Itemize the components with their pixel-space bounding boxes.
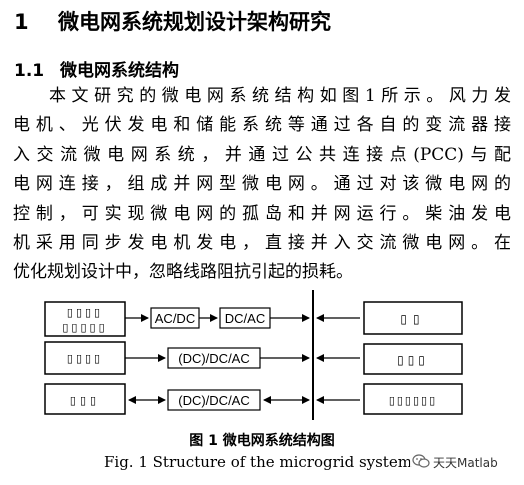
paragraph-line: 优化规划设计中，忽略线路阻抗引起的损耗。 [13,262,353,283]
paragraph-line: 控制，可实现微电网的孤岛和并网运行。柴油发电 [13,203,511,224]
subsection-number: 1.1 [14,61,45,81]
converter-dcac-label: DC/AC [225,311,265,326]
load-box-2 [363,343,463,375]
source-label-3: ▯▯▯ [70,394,100,407]
subsection-title: 微电网系统结构 [60,61,179,81]
load-box-3 [363,383,463,415]
source-label-1a: ▯▯▯▯ [67,306,103,319]
converter-dc-dc-ac-2-label: (DC)/DC/AC [178,393,250,408]
load-box-1 [363,301,463,335]
source-box-3 [44,383,126,415]
load-label-2: ▯▯▯ [397,353,429,367]
paragraph-line: 本文研究的微电网系统结构如图1所示。风力发 [49,86,511,106]
subsection-heading: 1.1 微电网系统结构 [14,56,179,81]
paragraph-line: 电网连接，组成并网型微电网。通过对该微电网的 [13,174,511,195]
wechat-icon [412,454,430,471]
source-box-1 [44,301,126,337]
section-number: 1 [14,10,29,34]
section-title: 微电网系统规划设计架构研究 [58,10,331,34]
converter-dc-dc-ac-2 [167,389,261,411]
source-label-1b: ▯▯▯▯▯ [62,321,107,334]
watermark-text: 天天Matlab [433,456,498,470]
paragraph-line: 电机、光伏发电和储能系统等通过各自的变流器接 [13,115,511,136]
converter-acdc-label: AC/DC [155,311,195,326]
figure-caption-cn: 图 1 微电网系统结构图 [189,433,335,449]
load-label-1: ▯▯ [400,312,425,326]
section-heading: 1 微电网系统规划设计架构研究 [14,6,331,36]
figure-caption-en: Fig. 1 Structure of the microgrid system [104,453,412,471]
converter-dc-dc-ac-1-label: (DC)/DC/AC [178,351,250,366]
paragraph-line: 入交流微电网系统，并通过公共连接点(PCC)与配 [13,144,511,165]
microgrid-structure-diagram: ▯▯▯▯ ▯▯▯▯▯ AC/DC DC/AC ▯▯ ▯▯▯▯ (DC)/DC/A… [44,290,463,420]
watermark: 天天Matlab [410,454,500,471]
load-label-3: ▯▯▯▯▯▯ [389,394,437,407]
source-label-2: ▯▯▯▯ [67,352,103,365]
paragraph-line: 机采用同步发电机发电，直接并入交流微电网。在 [13,233,511,254]
body-paragraph: 本文研究的微电网系统结构如图1所示。风力发 电机、光伏发电和储能系统等通过各自的… [13,82,511,288]
